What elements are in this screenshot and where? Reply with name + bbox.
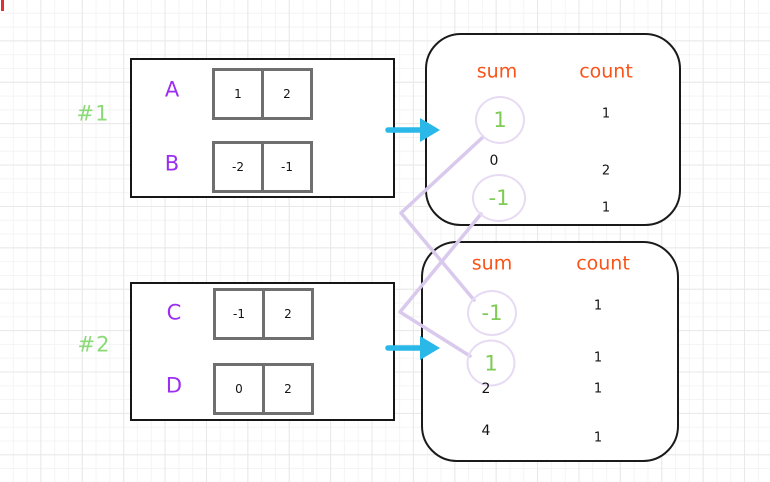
array-label-A: A (164, 77, 180, 102)
table1-count-header: count (579, 60, 633, 83)
table1-sum-circled: -1 (472, 174, 526, 222)
array-cell: 2 (261, 68, 313, 120)
table2-count: 1 (593, 381, 603, 397)
table1-count: 2 (601, 163, 611, 179)
group1-label: #1 (76, 101, 110, 126)
table2-count: 1 (593, 430, 603, 446)
table2-count: 1 (593, 298, 603, 314)
array-D-cells: 0 2 (213, 363, 314, 415)
table1-sum-header: sum (476, 60, 518, 83)
array-label-C: C (166, 300, 182, 325)
array-cell: -1 (261, 141, 313, 193)
array-cell: 1 (212, 68, 264, 120)
table1-count: 1 (601, 106, 611, 122)
group2-result-box (421, 241, 679, 462)
table2-count: 1 (593, 350, 603, 366)
group2-label: #2 (77, 332, 111, 357)
array-label-B: B (164, 151, 180, 176)
table1-count: 1 (601, 200, 611, 216)
array-cell: -1 (213, 288, 265, 340)
table2-count-header: count (576, 252, 630, 275)
table2-sum: 4 (481, 423, 491, 439)
array-B-cells: -2 -1 (212, 141, 313, 193)
table2-sum-circled: -1 (467, 290, 517, 336)
array-C-cells: -1 2 (213, 288, 314, 340)
table1-sum-circled: 1 (475, 96, 525, 144)
group1-result-box (425, 33, 681, 226)
red-marker (1, 0, 4, 11)
table2-sum-header: sum (471, 252, 513, 275)
array-A-cells: 1 2 (212, 68, 313, 120)
array-cell: 2 (262, 288, 314, 340)
array-cell: -2 (212, 141, 264, 193)
array-label-D: D (165, 373, 183, 398)
table1-sum: 0 (489, 153, 499, 169)
array-cell: 0 (213, 363, 265, 415)
table2-sum-circled: 1 (466, 339, 516, 387)
table2-sum: 2 (481, 381, 491, 397)
array-cell: 2 (262, 363, 314, 415)
